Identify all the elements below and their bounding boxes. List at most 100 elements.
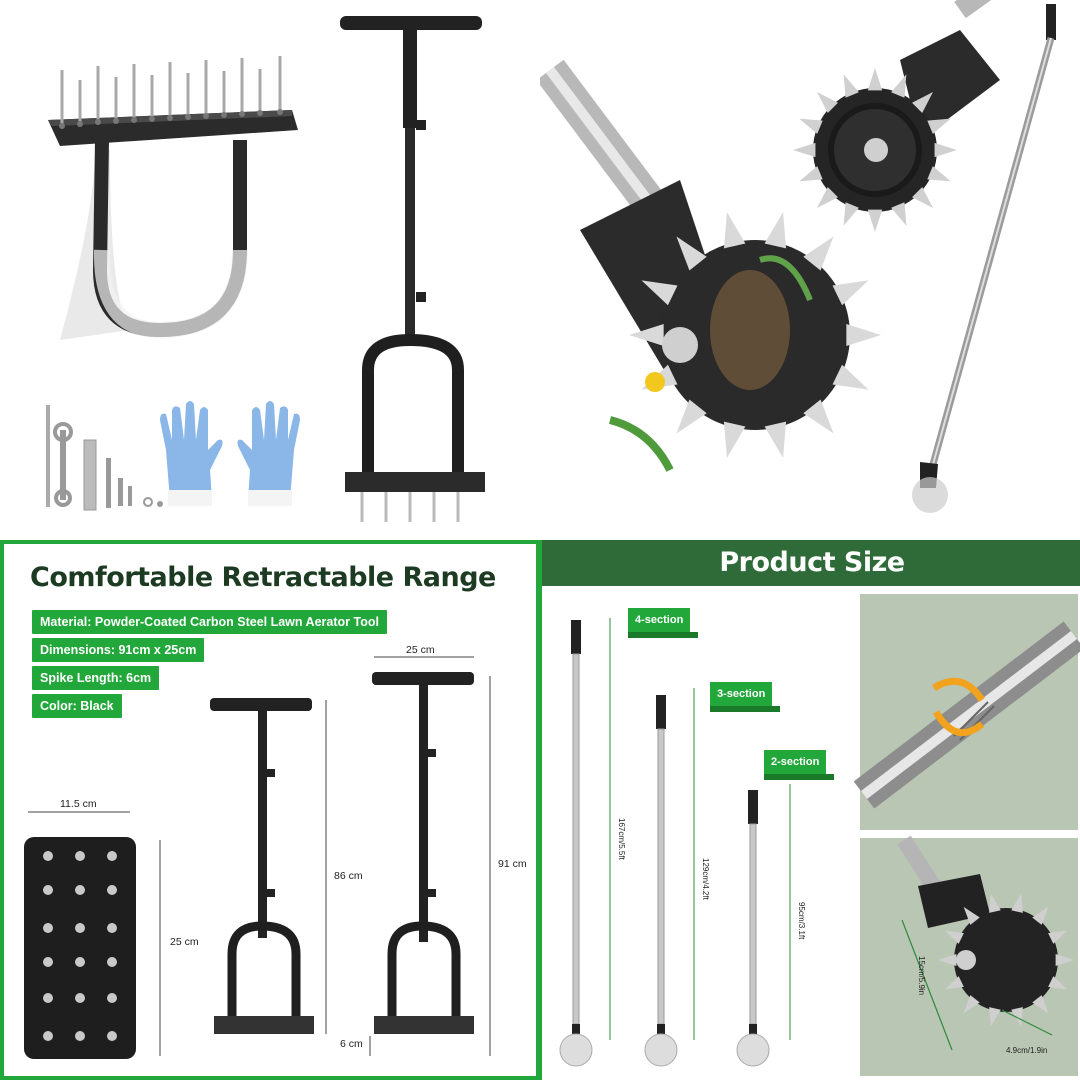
spike-base (203, 113, 209, 119)
wheel-spike (1032, 995, 1049, 1014)
wheel-spike (1048, 976, 1068, 990)
bolt (43, 957, 53, 967)
accessory-hardware (46, 405, 163, 511)
wheel-width-label: 4.9cm/1.9in (1006, 1046, 1048, 1055)
tag-3-section: 3-section (710, 682, 781, 712)
wheel-spike (1011, 1007, 1023, 1027)
aerator-tall (369, 656, 491, 1056)
spike-base (185, 114, 191, 120)
wheel-spike (843, 74, 859, 98)
bolt (75, 957, 85, 967)
spec-color: Color: Black (32, 694, 122, 718)
spike-base (59, 123, 65, 129)
spike-base (277, 109, 283, 115)
wheel-spike (817, 92, 838, 113)
wheel-spike (1055, 954, 1074, 966)
wheel-spike (793, 142, 816, 158)
spike-base (257, 110, 263, 116)
length-2-section: 95cm/3.1ft (797, 902, 806, 940)
wheel-spike (764, 421, 787, 458)
wheel-spike (764, 212, 787, 249)
panel-product-size: Product Size (540, 540, 1080, 1080)
wheel-spike (676, 236, 707, 271)
length-4-section: 167cm/5.5ft (617, 818, 626, 860)
wheel-spike (629, 323, 664, 347)
length-3-section: 129cm/4.2ft (701, 858, 710, 900)
spike-base (149, 116, 155, 122)
product-size-title: Product Size (719, 547, 905, 578)
wheel-spike (641, 280, 678, 306)
wheel-spike (832, 364, 869, 390)
pole-drawings (559, 594, 1080, 1076)
wheel-spike (803, 399, 834, 434)
width-top-label: 25 cm (406, 644, 435, 656)
height-short-label: 86 cm (334, 870, 363, 882)
wheel-dimension-closeup (860, 835, 1078, 1076)
wheel-spike (891, 74, 907, 98)
spike-base (77, 121, 83, 127)
small-wheel-spikes (793, 68, 957, 232)
spike-base (131, 117, 137, 123)
wheel-spike (989, 893, 1001, 913)
wheel-spike (963, 906, 980, 925)
panel-dimensions: Comfortable Retractable Range Material: … (0, 540, 540, 1080)
wheel-spike (723, 421, 746, 458)
bolt (75, 993, 85, 1003)
wheel-spike (846, 323, 881, 347)
spike-base (113, 118, 119, 124)
spec-material: Material: Powder-Coated Carbon Steel Law… (32, 610, 387, 634)
wheel-spike (803, 236, 834, 271)
wheel-spike (867, 68, 883, 91)
panel-title: Comfortable Retractable Range (30, 562, 496, 593)
spikes-top (59, 56, 283, 129)
wheel-spike (676, 399, 707, 434)
height-full-label: 91 cm (498, 858, 527, 870)
wheel-spike (912, 187, 933, 208)
plate-bolts (43, 851, 117, 1041)
wheel-spike (912, 92, 933, 113)
inset-wheel-spikes (938, 893, 1074, 1027)
pole-4-section (559, 618, 611, 1067)
bolt (43, 885, 53, 895)
wheel-detail (793, 0, 1000, 232)
dimension-drawings (24, 656, 491, 1059)
wheel-closeup-in-soil (540, 59, 881, 472)
plate-width-label: 11.5 cm (60, 798, 97, 810)
wheel-spike (867, 209, 883, 232)
spec-spike-length: Spike Length: 6cm (32, 666, 160, 690)
bolt (107, 993, 117, 1003)
bolt (75, 923, 85, 933)
bolt (107, 957, 117, 967)
spike-base (221, 112, 227, 118)
bolt (75, 1031, 85, 1041)
spec-dimensions: Dimensions: 91cm x 25cm (32, 638, 205, 662)
bolt (107, 1031, 117, 1041)
tag-2-section: 2-section (764, 750, 835, 780)
wheel-spike (799, 118, 823, 134)
bolt (107, 885, 117, 895)
spike-plate-closeup (48, 110, 298, 340)
product-size-header (542, 540, 1080, 586)
spike-base (167, 115, 173, 121)
spike-plate-top-view (24, 811, 161, 1059)
spike-base (239, 111, 245, 117)
spikes-bottom (360, 492, 460, 522)
big-wheel-spikes (629, 212, 881, 458)
bolt (107, 851, 117, 861)
wheel-spike (927, 118, 951, 134)
bolt (75, 851, 85, 861)
wheel-spike (799, 166, 823, 182)
wheel-spike (891, 202, 907, 226)
joint-closeup (853, 594, 1080, 830)
wheel-spike (944, 976, 964, 990)
bolt (75, 885, 85, 895)
wheel-spike (843, 202, 859, 226)
long-pole-aerator (912, 4, 1056, 513)
wheel-spike (963, 995, 980, 1014)
bolt (43, 993, 53, 1003)
gloves-image (160, 401, 300, 506)
product-photo-spike-aerator (0, 0, 540, 540)
tag-4-section: 4-section (628, 608, 699, 638)
wheel-spike (938, 954, 957, 966)
pole-2-section (736, 784, 791, 1067)
